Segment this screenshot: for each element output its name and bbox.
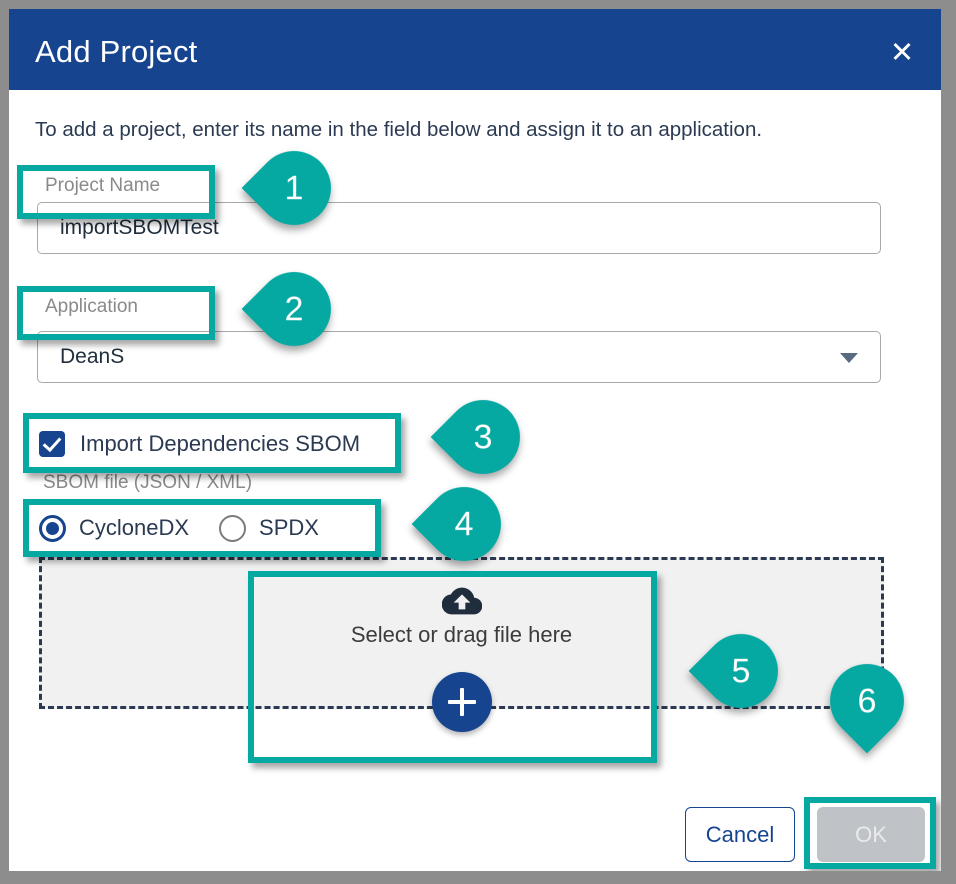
ok-button: OK xyxy=(817,807,925,862)
project-name-label: Project Name xyxy=(45,175,161,196)
cancel-button[interactable]: Cancel xyxy=(685,807,795,862)
import-dependencies-label: Import Dependencies SBOM xyxy=(80,431,361,456)
project-name-input[interactable]: importSBOMTest xyxy=(37,202,881,254)
drop-zone-text: Select or drag file here xyxy=(350,622,573,647)
file-drop-zone[interactable]: Select or drag file here xyxy=(39,557,884,732)
import-dependencies-checkbox[interactable]: Import Dependencies SBOM xyxy=(39,427,360,461)
radio-spdx[interactable] xyxy=(219,514,247,542)
radio-spdx-label: SPDX xyxy=(259,515,319,540)
dialog-instructions: To add a project, enter its name in the … xyxy=(35,118,763,141)
dialog-title-bar: Add Project ✕ xyxy=(9,9,941,90)
sbom-file-label: SBOM file (JSON / XML) xyxy=(43,472,253,493)
radio-cyclonedx[interactable] xyxy=(39,514,66,542)
application-select-value: DeanS xyxy=(60,345,125,368)
dialog-body: To add a project, enter its name in the … xyxy=(9,90,941,871)
cloud-upload-icon xyxy=(441,587,482,615)
application-select[interactable]: DeanS xyxy=(37,331,881,383)
add-project-dialog: Add Project ✕ To add a project, enter it… xyxy=(8,8,942,872)
plus-icon[interactable] xyxy=(431,672,492,732)
sbom-format-radios[interactable]: CycloneDX SPDX xyxy=(39,510,319,546)
page-title: Add Project xyxy=(35,34,198,69)
application-label: Application xyxy=(45,296,138,317)
close-icon[interactable]: ✕ xyxy=(889,36,915,69)
checkbox-checked-icon[interactable] xyxy=(39,431,65,457)
drop-zone-content: Select or drag file here xyxy=(42,586,881,648)
chevron-down-icon xyxy=(840,353,858,363)
radio-cyclonedx-label: CycloneDX xyxy=(79,515,190,540)
